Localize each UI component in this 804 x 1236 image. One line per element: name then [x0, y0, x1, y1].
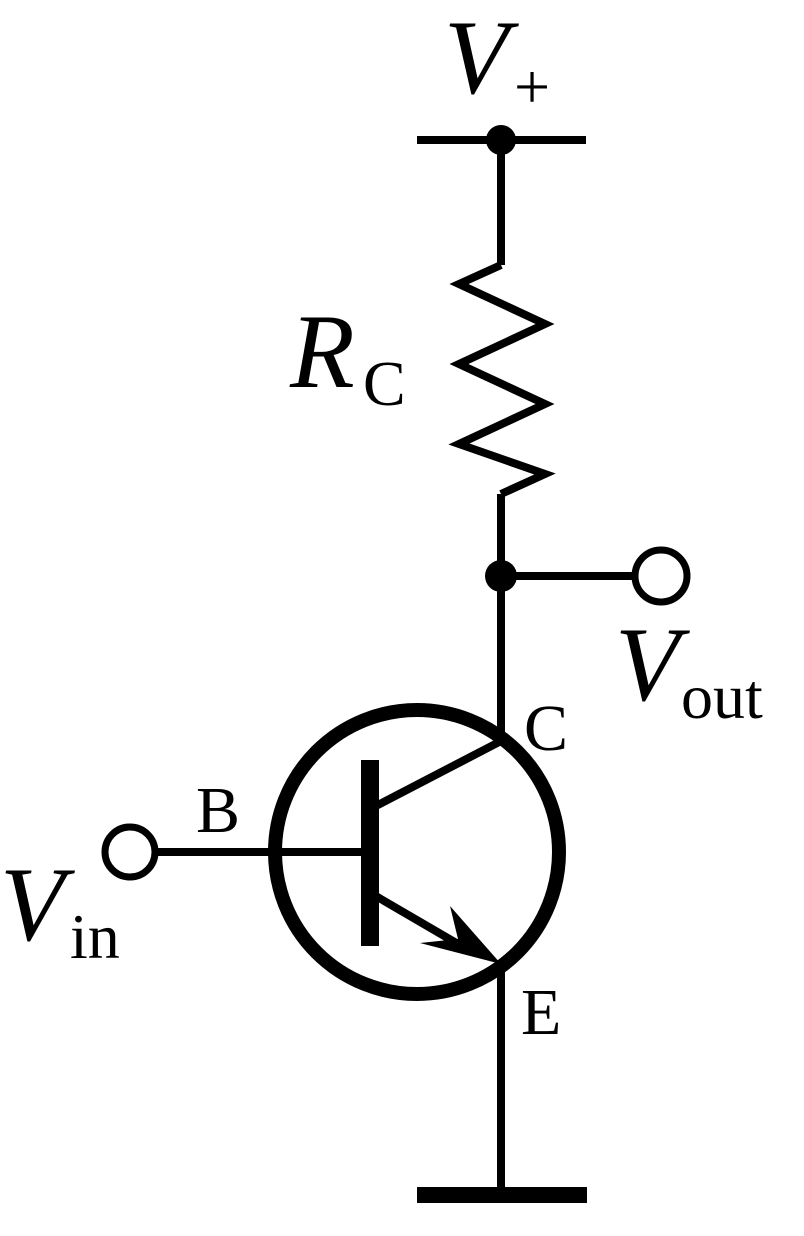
collector-resistor	[448, 261, 556, 498]
output-terminal	[631, 546, 691, 606]
collector-lead	[372, 736, 505, 811]
output-label: V	[615, 606, 690, 723]
resistor-label-sub: C	[363, 348, 406, 419]
output-label-sub: out	[681, 661, 763, 732]
input-terminal	[101, 823, 159, 881]
supply-label-main: V	[444, 0, 519, 116]
supply-label: V	[444, 0, 519, 116]
base-pin-label: B	[196, 774, 240, 847]
emitter-pin-label: E	[521, 976, 561, 1049]
emitter-arrow	[420, 906, 501, 964]
resistor-label: R	[289, 293, 355, 410]
input-label-sub: in	[70, 901, 120, 972]
supply-label-sub: +	[514, 51, 550, 122]
input-label: V	[0, 846, 75, 963]
collector-pin-label: C	[524, 692, 568, 765]
